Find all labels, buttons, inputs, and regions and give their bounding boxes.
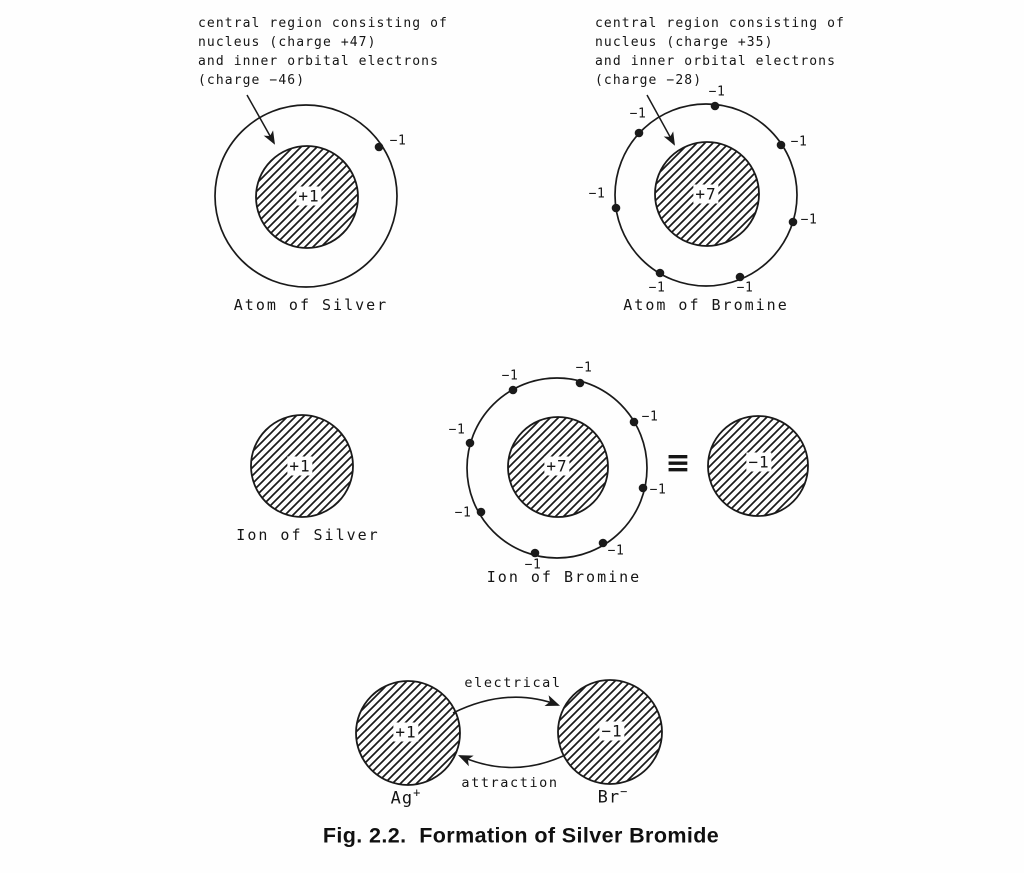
- ion-of-silver-caption: Ion of Silver: [236, 526, 380, 544]
- electron-charge-label: −1: [629, 106, 647, 122]
- electrical-label: electrical: [464, 675, 562, 691]
- electron-dot: [735, 272, 745, 282]
- bromide-core-charge: +7: [544, 456, 570, 476]
- electron-dot: [629, 417, 639, 427]
- bromine-annotation: central region consisting of nucleus (ch…: [595, 14, 845, 90]
- bromide-outer-orbit-circle: [466, 377, 648, 559]
- electron-charge-label: −1: [588, 186, 606, 202]
- electron-dot: [598, 538, 608, 548]
- equivalence-icon: ≡: [665, 445, 691, 481]
- element-symbol: Ag: [390, 788, 414, 809]
- annotation-pointer-arrow: [646, 94, 675, 146]
- annotation-line: and inner orbital electrons: [198, 54, 440, 69]
- silver-ion-reaction-charge: +1: [393, 722, 419, 742]
- charge-superscript: +: [413, 785, 422, 800]
- electron-charge-label: −1: [389, 133, 407, 149]
- element-symbol: Br: [597, 787, 621, 808]
- electron-dot: [476, 507, 486, 517]
- electron-dots: [611, 101, 798, 282]
- annotation-line: nucleus (charge +47): [198, 35, 377, 50]
- electron-charge-label: −1: [575, 360, 593, 376]
- atom-of-silver-caption: Atom of Silver: [233, 296, 389, 314]
- bromide-ion-symbol: Br−: [598, 785, 629, 808]
- electron-dot: [788, 217, 798, 227]
- atom-of-bromine-caption: Atom of Bromine: [623, 296, 789, 314]
- electron-charge-label: −1: [448, 422, 466, 438]
- annotation-line: (charge −46): [198, 73, 306, 88]
- bromine-outer-orbit-circle: [614, 103, 798, 287]
- bromide-equivalent-charge: −1: [746, 452, 772, 472]
- annotation-line: (charge −28): [595, 73, 703, 88]
- electron-charge-label: −1: [524, 557, 542, 573]
- silver-ion-symbol: Ag+: [391, 786, 422, 809]
- electron-dots: [465, 378, 648, 558]
- silver-nucleus-charge: +1: [296, 186, 322, 206]
- ion-of-bromine-caption: Ion of Bromine: [486, 568, 642, 586]
- electron-dot: [611, 203, 621, 213]
- annotation-line: central region consisting of: [595, 16, 845, 31]
- silver-outer-orbit-circle: [214, 104, 398, 288]
- bromine-nucleus-charge: +7: [693, 184, 719, 204]
- figure-caption: Fig. 2.2. Formation of Silver Bromide: [322, 823, 720, 848]
- electron-charge-label: −1: [790, 134, 808, 150]
- annotation-line: central region consisting of: [198, 16, 448, 31]
- bromide-ion-reaction-charge: −1: [599, 721, 625, 741]
- electron-dot: [634, 128, 644, 138]
- electrical-attraction-arrow-top: [452, 695, 561, 714]
- annotation-line: nucleus (charge +35): [595, 35, 774, 50]
- electron-dot: [776, 140, 786, 150]
- electron-charge-label: −1: [736, 280, 754, 296]
- electron-charge-label: −1: [649, 482, 667, 498]
- electron-charge-label: −1: [648, 280, 666, 296]
- electron-charge-label: −1: [501, 368, 519, 384]
- electron-dot: [655, 268, 665, 278]
- electron-dot: [575, 378, 585, 388]
- annotation-pointer-arrow: [246, 94, 275, 145]
- electron-dot: [508, 385, 518, 395]
- electron-charge-label: −1: [708, 84, 726, 100]
- electron-charge-label: −1: [641, 409, 659, 425]
- electron-dot: [530, 548, 540, 558]
- electron-charge-label: −1: [454, 505, 472, 521]
- electron-dot: [710, 101, 720, 111]
- electron-dot: [638, 483, 648, 493]
- electron-dot: [374, 142, 384, 152]
- silver-ion-charge: +1: [287, 456, 313, 476]
- silver-annotation: central region consisting of nucleus (ch…: [198, 14, 448, 90]
- electron-charge-label: −1: [607, 543, 625, 559]
- electron-dot: [465, 438, 475, 448]
- charge-superscript: −: [620, 784, 629, 799]
- electron-charge-label: −1: [800, 212, 818, 228]
- annotation-line: and inner orbital electrons: [595, 54, 837, 69]
- electrical-attraction-arrow-bottom: [458, 755, 564, 769]
- attraction-label: attraction: [461, 775, 559, 791]
